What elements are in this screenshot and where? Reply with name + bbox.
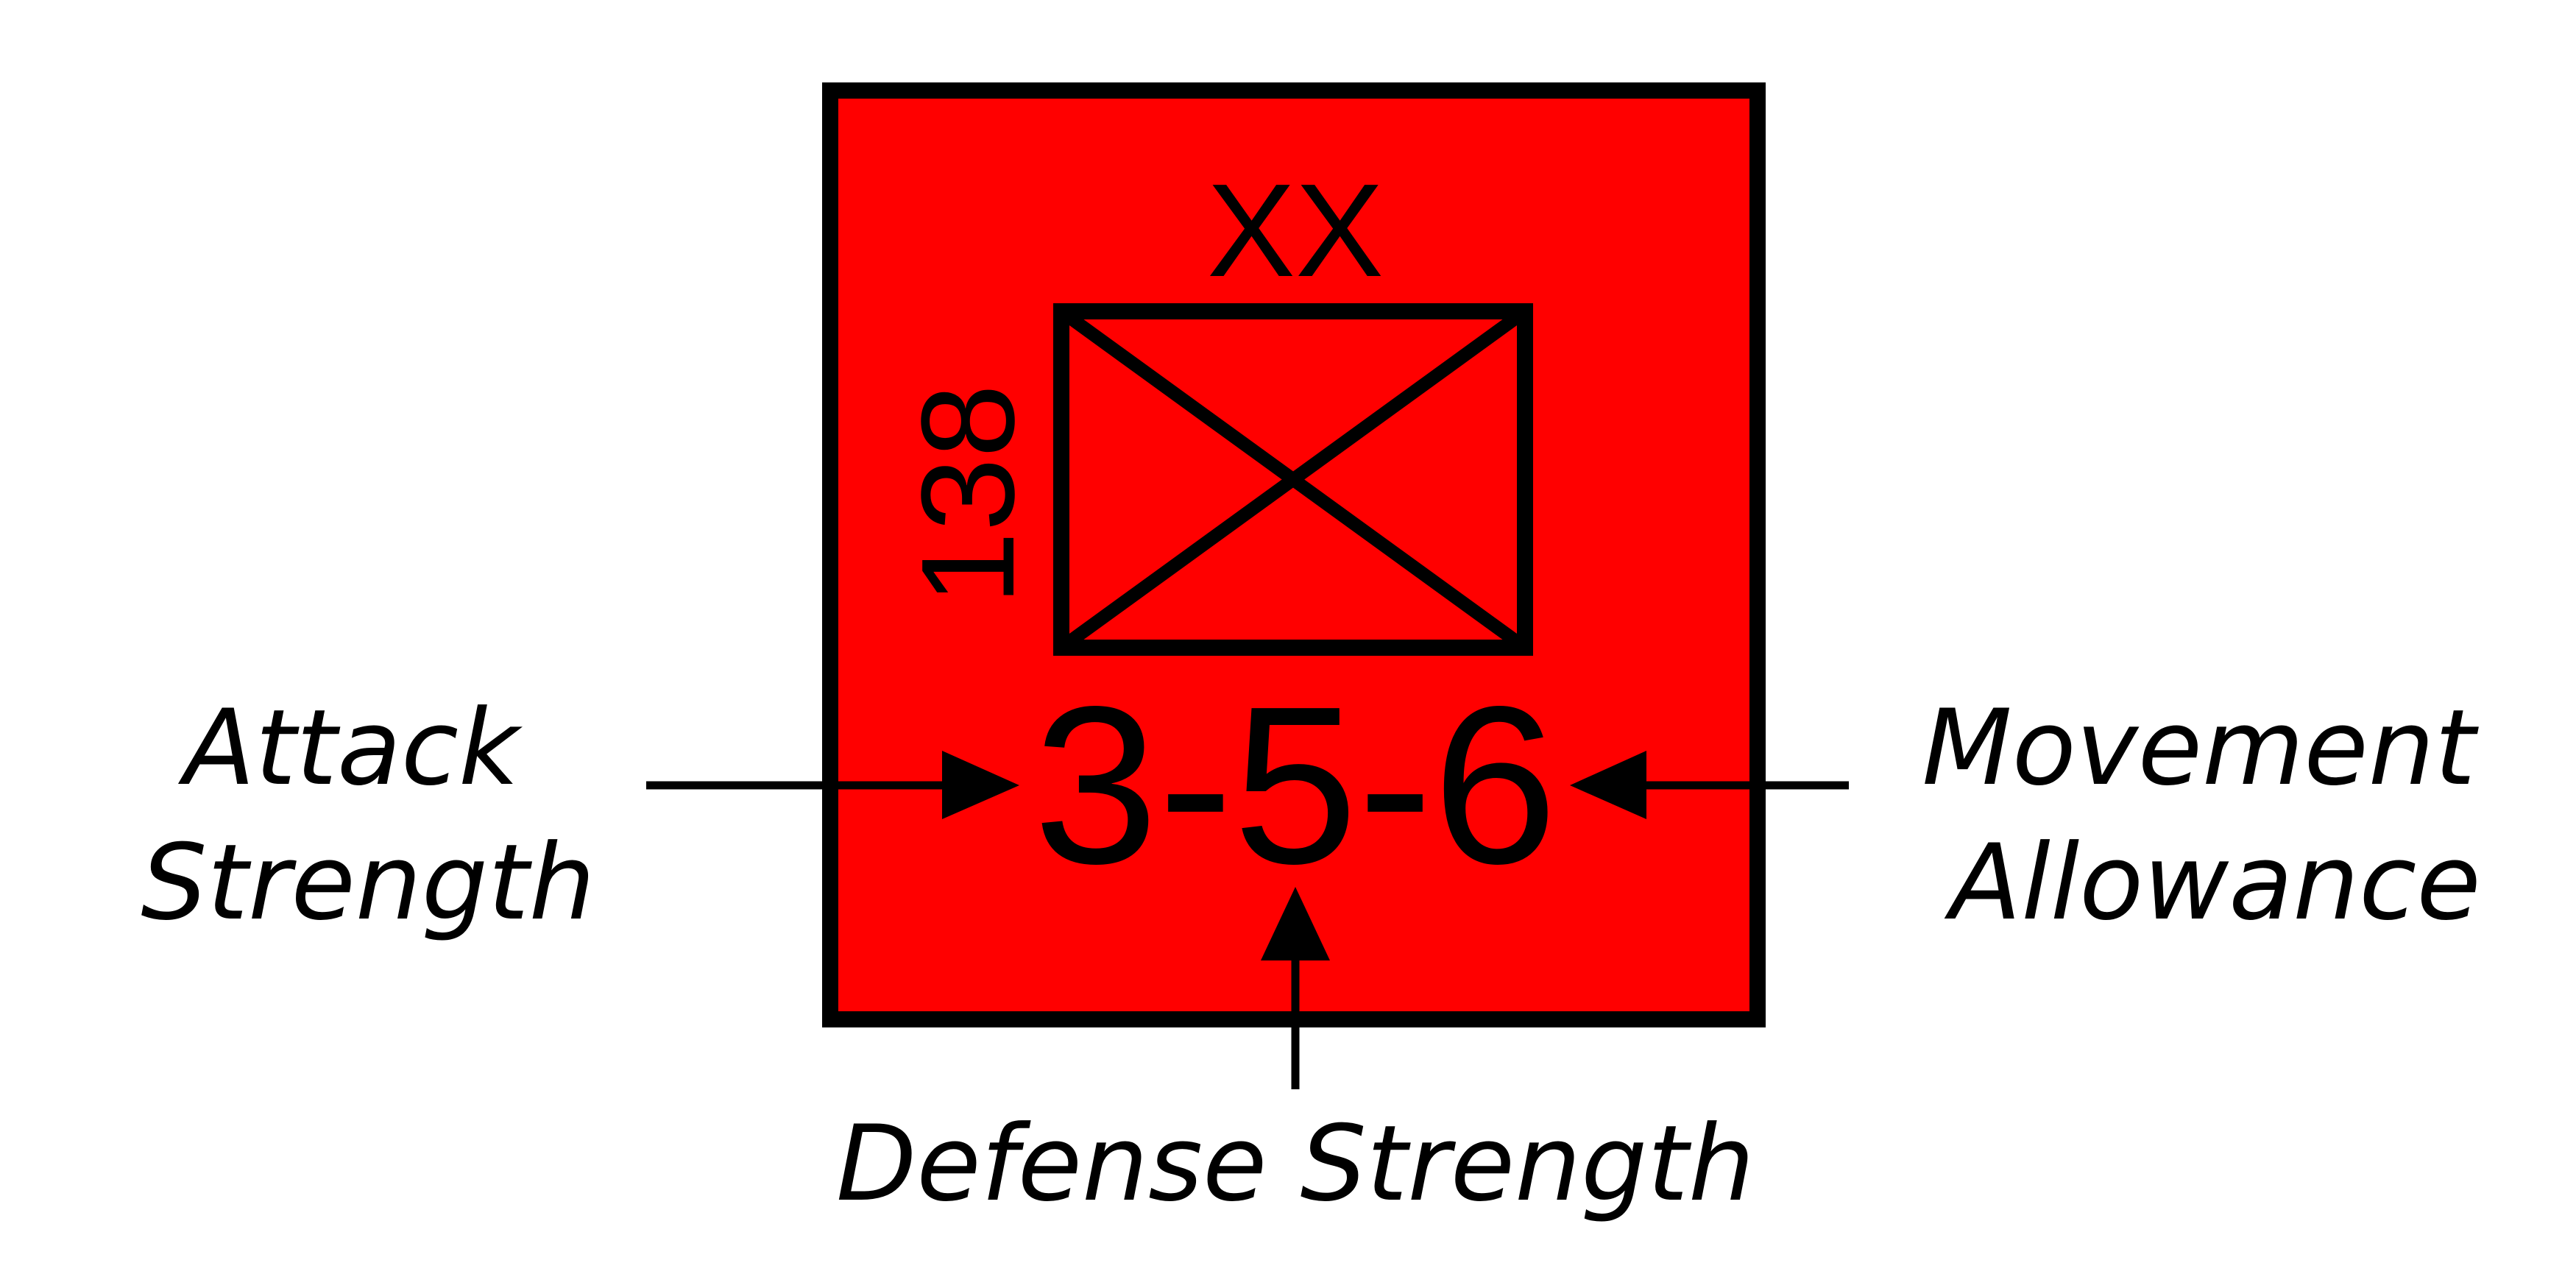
defense-strength-label: Defense Strength	[836, 1103, 1755, 1225]
unit-counter	[822, 82, 1766, 1027]
attack-label-line1: Attack	[178, 687, 523, 809]
attack-arrow	[646, 751, 1019, 819]
movement-arrow	[1570, 751, 1849, 819]
unit-size-marker: XX	[1207, 157, 1384, 305]
movement-allowance-label: Movement Allowance	[1922, 687, 2508, 944]
infantry-symbol-icon	[1053, 303, 1533, 656]
movement-label-line1: Movement	[1922, 687, 2479, 809]
defense-arrow	[1261, 887, 1330, 1089]
combat-stats: 3-5-6	[1033, 659, 1557, 910]
unit-id: 138	[894, 384, 1042, 605]
attack-strength-label: Attack Strength	[141, 687, 595, 944]
movement-label-line2: Allowance	[1944, 822, 2481, 944]
attack-label-line2: Strength	[141, 822, 595, 944]
